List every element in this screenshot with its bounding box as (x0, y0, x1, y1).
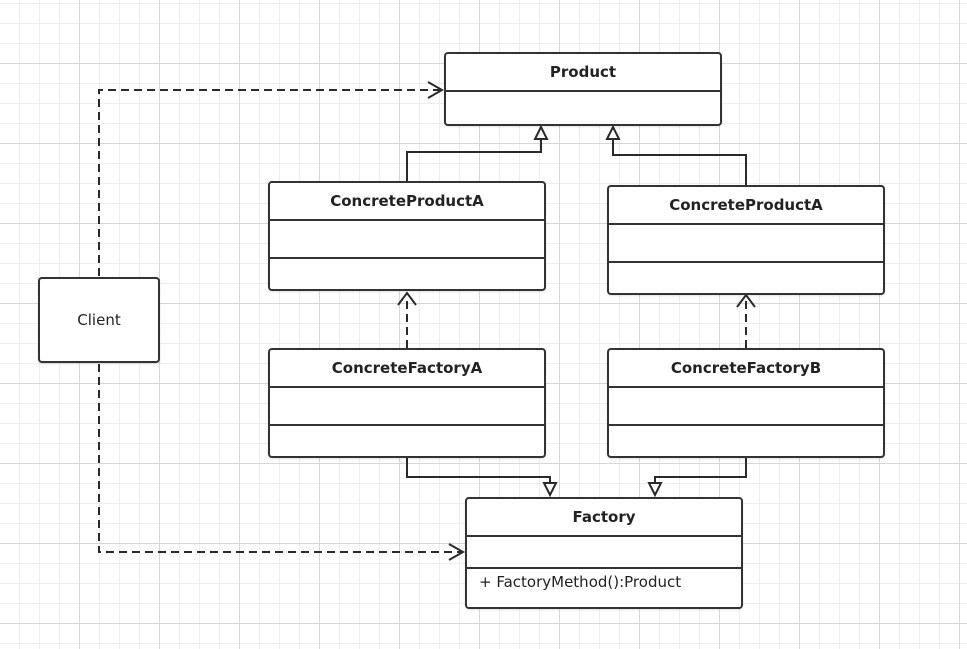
class-name: ConcreteFactoryA (331, 359, 483, 377)
client-node[interactable]: Client (38, 277, 160, 363)
class-name: Product (549, 63, 617, 81)
hollow-triangle-icon (533, 124, 549, 140)
open-arrowhead-icon (736, 293, 756, 308)
factory-method: + FactoryMethod():Product (479, 573, 682, 591)
attributes-compartment (609, 223, 883, 261)
open-arrowhead-icon (397, 291, 417, 306)
hollow-triangle-icon (647, 482, 663, 498)
methods-compartment (270, 257, 544, 289)
attributes-compartment (467, 535, 741, 567)
edge-client-to-product (98, 81, 445, 276)
class-name: ConcreteFactoryB (670, 359, 822, 377)
methods-compartment: + FactoryMethod():Product (467, 567, 741, 607)
attributes-compartment (270, 386, 544, 424)
class-name: ConcreteProductA (330, 192, 484, 210)
open-arrowhead-icon (448, 543, 466, 561)
client-label: Client (77, 311, 121, 329)
concrete-factory-a-class[interactable]: ConcreteFactoryA (268, 348, 546, 458)
hollow-triangle-icon (605, 124, 621, 140)
factory-class[interactable]: Factory + FactoryMethod():Product (465, 497, 743, 609)
edge-concrete-product-right-to-product (605, 124, 747, 185)
edge-factory-b-to-factory (647, 457, 747, 498)
edge-concrete-product-left-to-product (406, 124, 549, 181)
hollow-triangle-icon (542, 482, 558, 498)
attributes-compartment (446, 90, 720, 124)
attributes-compartment (270, 219, 544, 257)
concrete-product-right-class[interactable]: ConcreteProductA (607, 185, 885, 295)
methods-compartment (609, 261, 883, 293)
attributes-compartment (609, 386, 883, 424)
edge-factory-a-to-factory (406, 457, 558, 498)
product-class[interactable]: Product (444, 52, 722, 126)
class-name: ConcreteProductA (669, 196, 823, 214)
methods-compartment (609, 424, 883, 456)
concrete-product-left-class[interactable]: ConcreteProductA (268, 181, 546, 291)
class-name: Factory (572, 508, 636, 526)
open-arrowhead-icon (427, 81, 445, 99)
edge-factory-a-to-product-left (397, 291, 417, 348)
edge-factory-b-to-product-right (736, 293, 756, 348)
methods-compartment (270, 424, 544, 456)
edge-client-to-factory (98, 364, 466, 561)
concrete-factory-b-class[interactable]: ConcreteFactoryB (607, 348, 885, 458)
